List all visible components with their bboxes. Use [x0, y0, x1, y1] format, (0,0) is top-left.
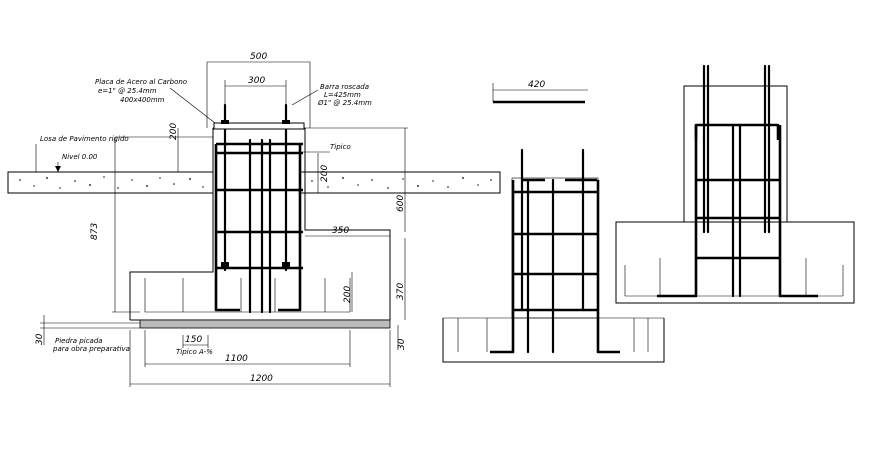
- plate-spec-2: 400x400mm: [120, 96, 165, 104]
- footing-outline: [40, 127, 391, 329]
- dim-200-low-text: 200: [343, 286, 353, 303]
- pavement-slab: [7, 171, 501, 194]
- dim-150: 150: [182, 335, 209, 348]
- dim-1200: 1200: [129, 330, 391, 387]
- dim-1100-text: 1100: [225, 354, 248, 364]
- rebar-cage-right: [615, 64, 855, 304]
- dim-30-left: 30: [35, 315, 45, 345]
- dim-370-text: 370: [396, 283, 406, 300]
- dim-600: 600: [305, 127, 408, 232]
- rebar-cage-middle: 420: [442, 80, 665, 363]
- pedestal-stirrups: [214, 138, 303, 314]
- threaded-rods: [213, 103, 305, 272]
- dim-30-right: 30: [397, 325, 407, 350]
- dim-873: 873: [90, 137, 140, 313]
- plate-label: Placa de Acero al Carbono: [95, 78, 187, 86]
- dim-420-text: 420: [528, 80, 545, 90]
- dim-500: 500: [206, 52, 311, 128]
- rod-len-label: L=425mm: [324, 91, 361, 99]
- dim-300: 300: [224, 76, 287, 105]
- dim-300-text: 300: [248, 76, 265, 86]
- rod-label: Barra roscada: [320, 83, 369, 91]
- dim-150-text: 150: [185, 335, 202, 345]
- dim-420: 420: [492, 80, 588, 104]
- tie-bottom-label: Tipico A-%: [176, 348, 213, 356]
- bottom-reinforcement: [144, 278, 351, 313]
- dim-200-mid: 200: [317, 153, 330, 193]
- dim-200-top: 200: [115, 123, 213, 172]
- dim-200-mid-text: 200: [320, 165, 330, 182]
- rod-dia-label: Ø1" @ 25.4mm: [317, 99, 372, 107]
- rod-leader: [291, 89, 319, 106]
- dim-350-text: 350: [332, 226, 349, 236]
- dim-30-left-text: 30: [35, 333, 45, 345]
- plate-leader: [169, 87, 216, 124]
- dim-1200-text: 1200: [250, 374, 273, 384]
- level-arrow-icon: [55, 166, 61, 172]
- dim-600-text: 600: [396, 195, 406, 212]
- plate-spec-1: e=1" @ 25.4mm: [98, 87, 157, 95]
- dim-350: 350: [305, 226, 390, 237]
- section-detail-left: 500 300 200 873 30 600: [7, 52, 501, 387]
- dim-1100: 1100: [144, 330, 351, 367]
- dim-370: 370: [396, 238, 406, 320]
- level-label: Nivel 0.00: [62, 153, 98, 161]
- dim-30-right-text: 30: [397, 338, 407, 350]
- dim-200-top-text: 200: [169, 123, 179, 140]
- dim-500-text: 500: [250, 52, 267, 62]
- dim-873-text: 873: [90, 223, 100, 240]
- slab-label: Losa de Pavimento rigido: [40, 135, 129, 143]
- stone-label: Piedra picada: [55, 337, 103, 345]
- stone-label-2: para obra preparativa: [52, 345, 130, 353]
- dim-200-low: 200: [343, 272, 353, 312]
- tie-top-label: Tipico: [330, 143, 351, 151]
